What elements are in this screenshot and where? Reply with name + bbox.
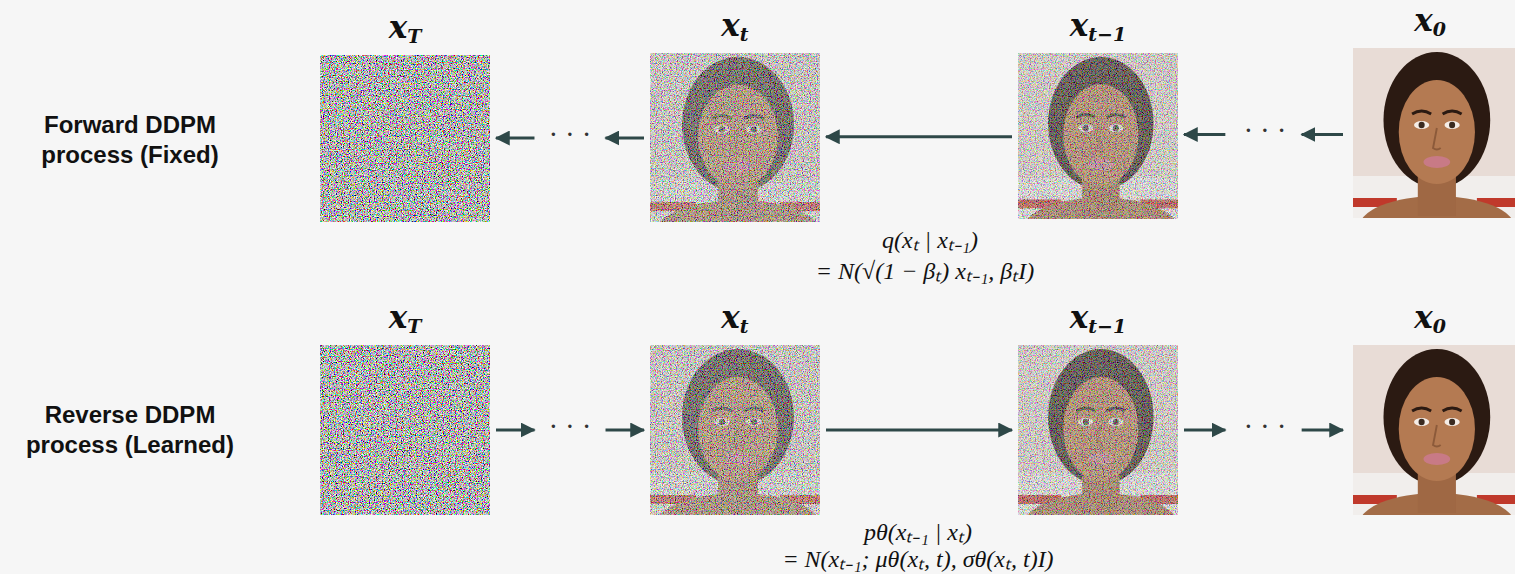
equation: = N(√(1 − βₜ) xₜ₋₁, βₜI): [814, 253, 1036, 286]
image-slot: [1014, 345, 1182, 515]
row-title: Forward DDPM process (Fixed): [15, 110, 245, 170]
noisy-face-image: [1018, 345, 1178, 557]
image-node: xt−1: [1014, 8, 1182, 219]
ellipsis: · · ·: [1244, 115, 1285, 145]
image-slot: [1345, 48, 1515, 218]
image-slot: [1345, 345, 1515, 515]
image-node: xT: [316, 300, 494, 515]
variable-label: xt: [646, 300, 824, 343]
image-node: x0: [1345, 300, 1515, 515]
noisy-face-image: [650, 345, 820, 557]
arrow-line: [1184, 429, 1225, 432]
ellipsis: · · ·: [1244, 411, 1285, 441]
arrow-line: [826, 429, 1012, 432]
image-slot: [646, 345, 824, 515]
variable-label: x0: [1345, 3, 1515, 46]
noisy-face-image: [1018, 53, 1178, 260]
face-image: [1353, 48, 1515, 260]
image-slot: [316, 345, 494, 515]
row-title: Reverse DDPM process (Learned): [15, 400, 245, 460]
variable-label: x0: [1345, 300, 1515, 343]
image-slot: [1014, 53, 1182, 219]
arrow-line: [496, 429, 534, 432]
ellipsis: · · ·: [549, 411, 590, 441]
noisy-face-image: [650, 53, 820, 264]
variable-label: xT: [316, 300, 494, 343]
variable-label: xt−1: [1014, 300, 1182, 343]
noise-image: [320, 55, 490, 222]
arrow-line: [826, 135, 1012, 138]
image-node: xt: [646, 300, 824, 515]
arrow-connector: [826, 430, 1012, 431]
equation: = N(xₜ₋₁; μθ(xₜ, t), σθ(xₜ, t)I): [780, 541, 1055, 574]
arrow-line: [606, 429, 644, 432]
equation: pθ(xₜ₋₁ | xₜ): [862, 514, 974, 547]
face-image: [1353, 345, 1515, 557]
image-node: x0: [1345, 3, 1515, 218]
image-slot: [646, 53, 824, 222]
arrow-line: [1302, 133, 1343, 136]
arrow-line: [606, 137, 644, 140]
image-slot: [316, 55, 494, 222]
image-node: xT: [316, 10, 494, 222]
variable-label: xt: [646, 8, 824, 51]
variable-label: xT: [316, 10, 494, 53]
arrow-connector: [826, 136, 1012, 137]
noise-image: [320, 345, 490, 515]
ellipsis: · · ·: [549, 119, 590, 149]
image-node: xt: [646, 8, 824, 222]
variable-label: xt−1: [1014, 8, 1182, 51]
image-node: xt−1: [1014, 300, 1182, 515]
arrow-line: [496, 137, 534, 140]
arrow-line: [1184, 133, 1225, 136]
arrow-line: [1302, 429, 1343, 432]
equation: q(xₜ | xₜ₋₁): [880, 222, 980, 255]
